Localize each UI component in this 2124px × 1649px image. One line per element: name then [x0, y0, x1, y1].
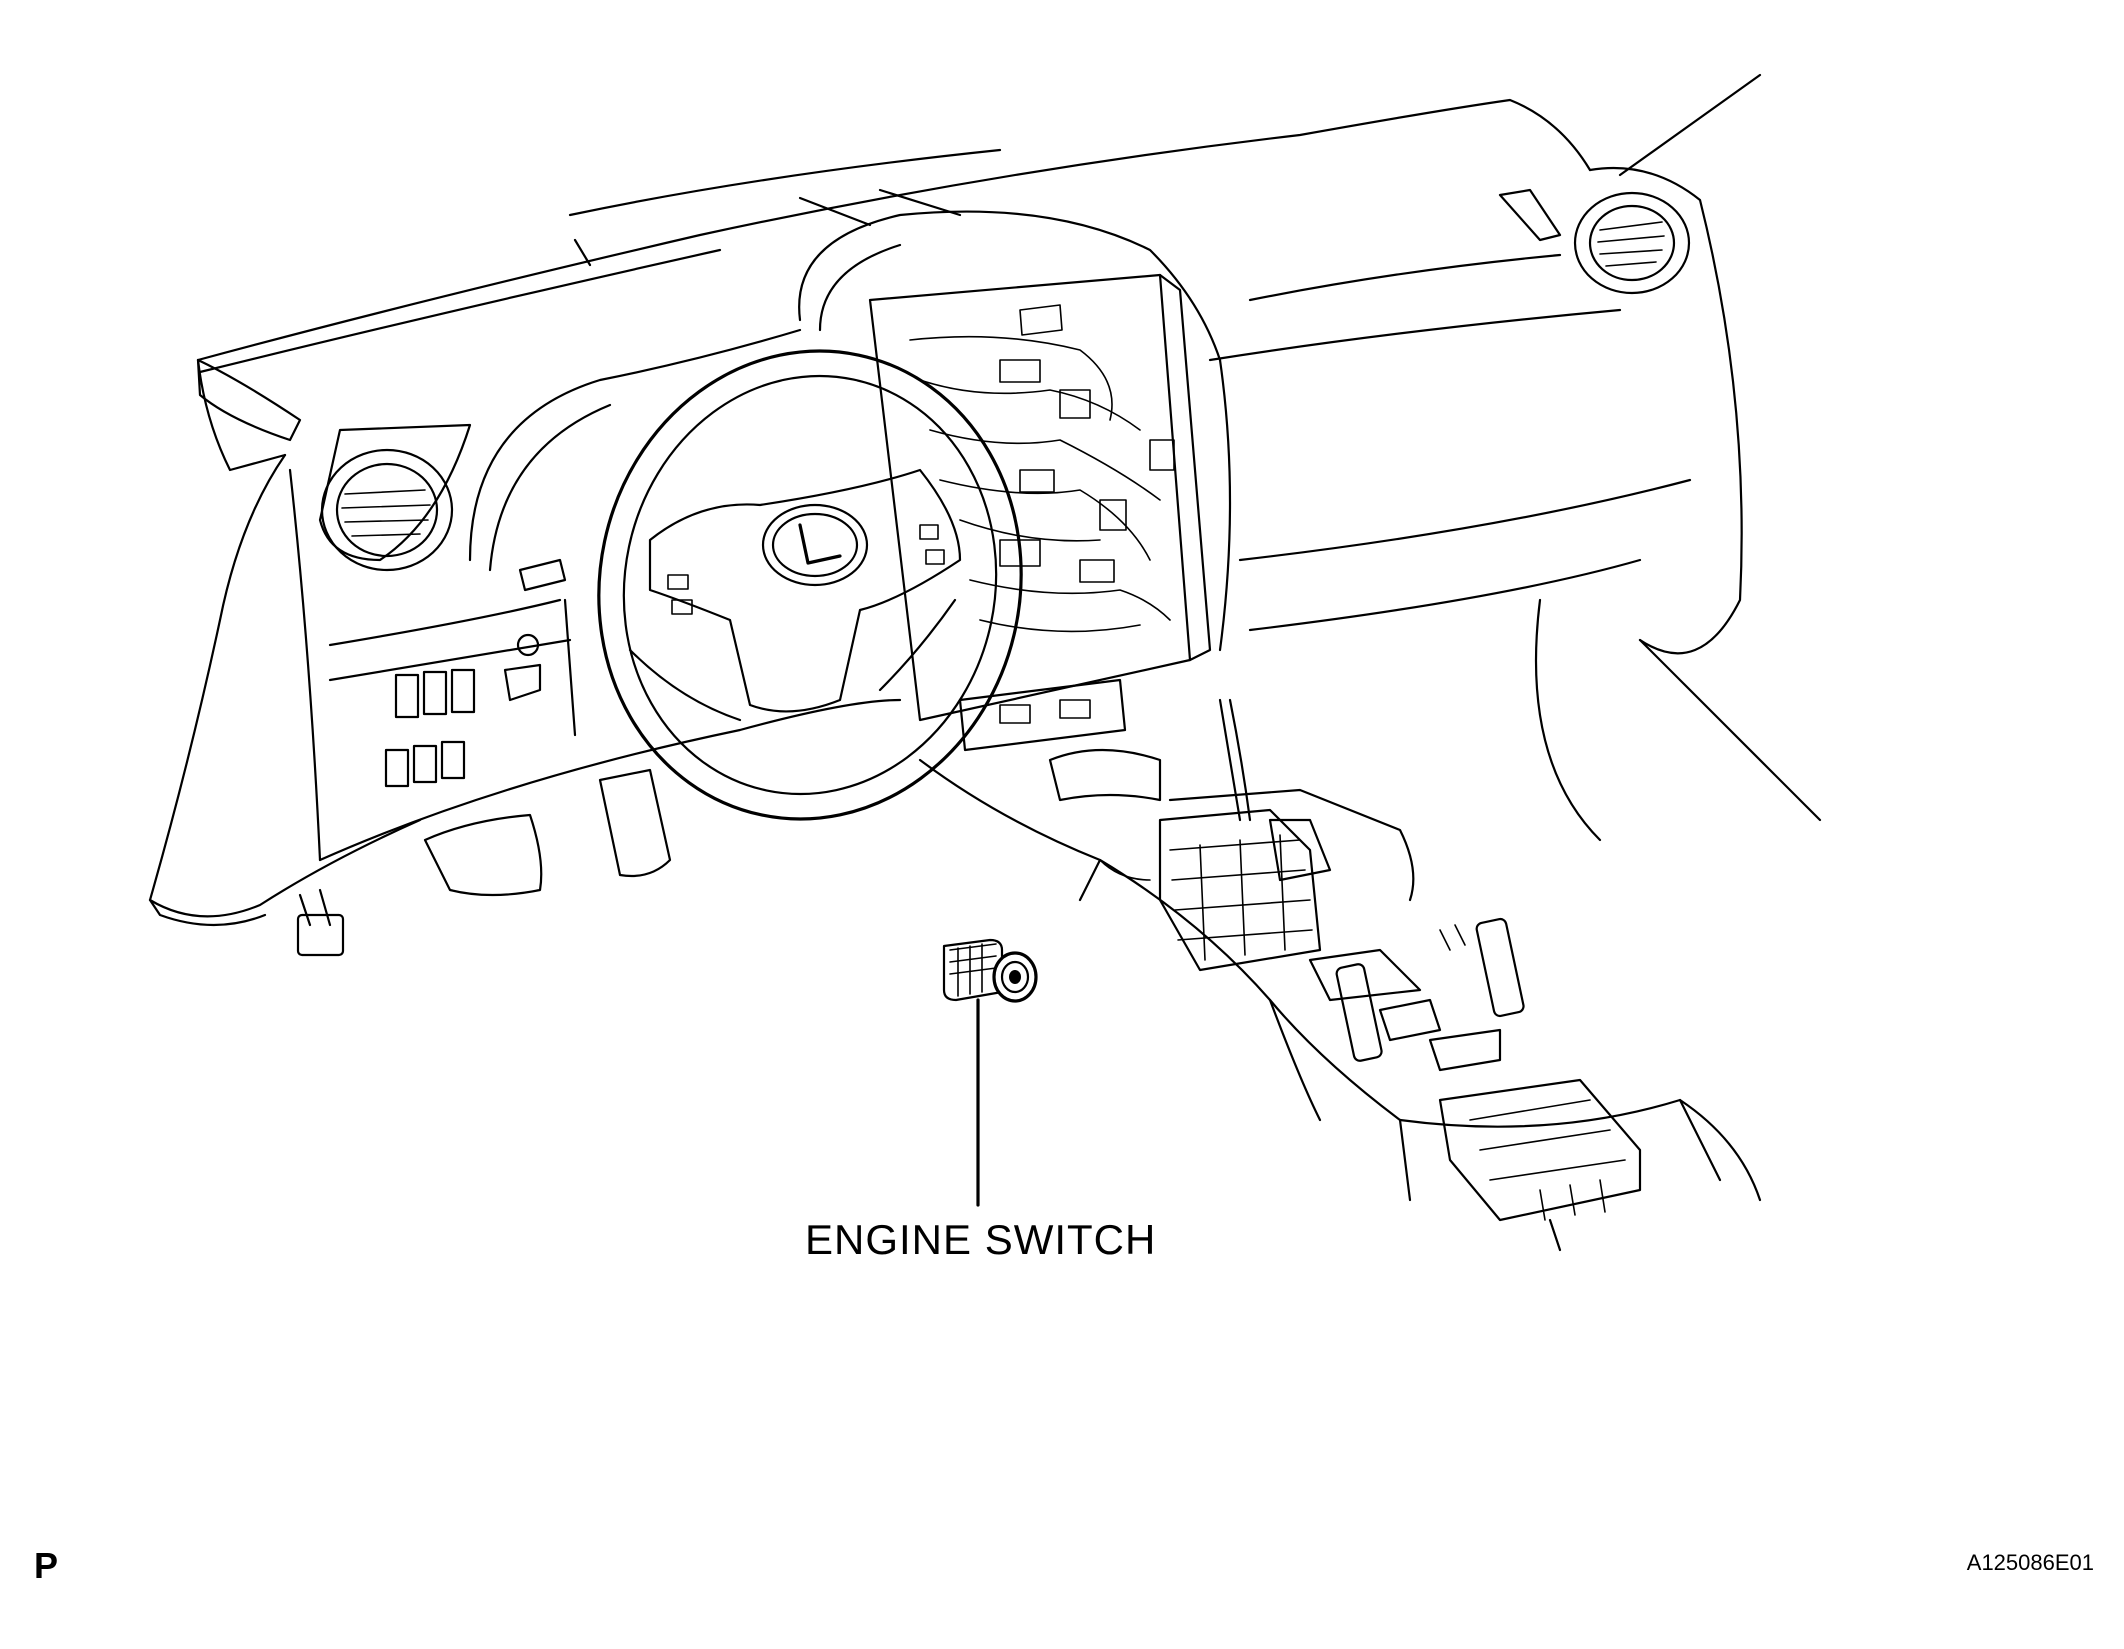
engine-switch-label: ENGINE SWITCH: [805, 1216, 1157, 1263]
corner-mark: P: [34, 1545, 59, 1586]
dashboard-upper-panel: [196, 73, 1822, 842]
pedals-area: [296, 768, 672, 957]
dashboard-left-side: [148, 358, 902, 927]
center-stack-wiring: [868, 273, 1212, 752]
engine-switch-part: [942, 938, 1038, 1003]
left-air-vent: [320, 448, 454, 572]
right-air-vent: [1573, 191, 1691, 295]
instrument-cluster-hood: [468, 210, 1232, 652]
figure-id: A125086E01: [1966, 1550, 2094, 1575]
lower-center-console: [918, 698, 1762, 1252]
left-switch-panel: [384, 633, 542, 788]
steering-wheel: [518, 349, 1023, 821]
